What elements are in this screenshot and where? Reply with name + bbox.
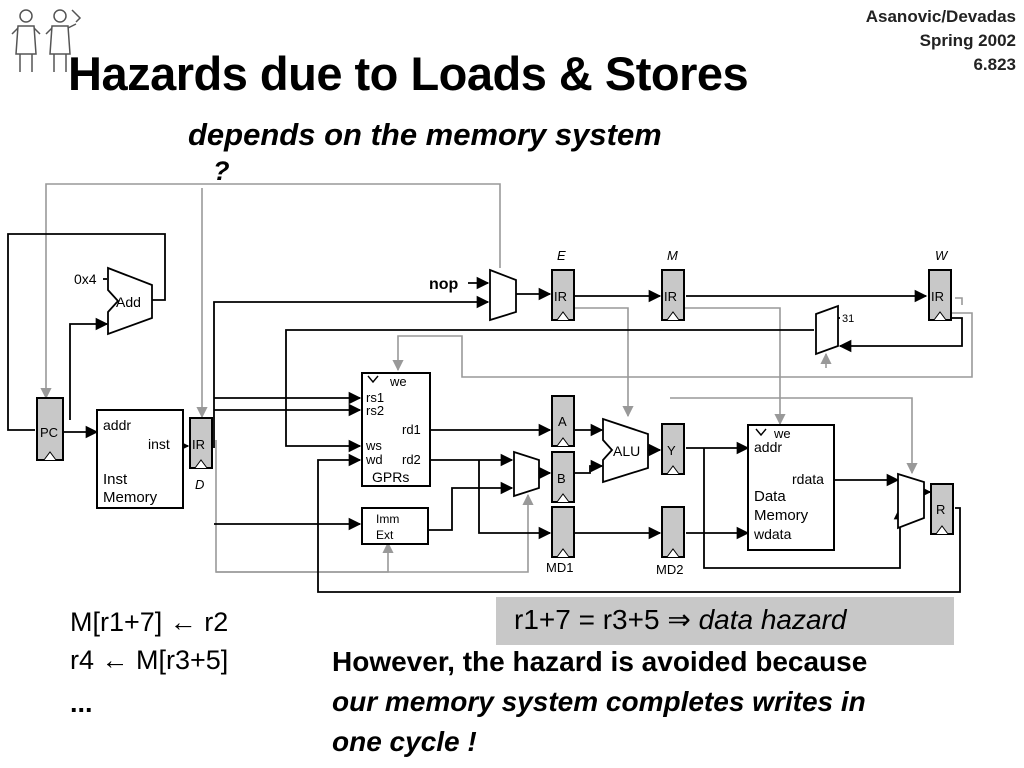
imem-name-1: Inst	[103, 471, 128, 488]
const-31: 31	[842, 313, 854, 325]
reg-a-label: A	[558, 414, 567, 429]
gpr-rs1-label: rs1	[366, 390, 384, 405]
reg-md1-clock-icon	[556, 548, 570, 558]
reg-y-clock-icon	[666, 465, 680, 475]
gpr-we-icon	[367, 375, 379, 384]
wire-y-rmux	[703, 448, 907, 569]
note-line-3: one cycle !	[332, 726, 477, 757]
ir-m-label: IR	[664, 289, 677, 304]
gray-ir-e-to-alu	[575, 307, 634, 418]
reg-r-clock-icon	[935, 525, 949, 535]
reg-md2-label: MD2	[656, 562, 683, 577]
data-memory	[747, 424, 835, 551]
page-subtitle: depends on the memory system	[188, 117, 662, 152]
wire-ir-d-to-mux	[213, 295, 490, 448]
adder	[107, 266, 153, 336]
gpr-wd-label: wd	[365, 452, 383, 467]
stage-d: D	[195, 477, 204, 492]
dmem-name-2: Memory	[754, 507, 809, 524]
stage-m: M	[667, 248, 678, 263]
reg-md2-clock-icon	[666, 548, 680, 558]
reg-a-clock-icon	[556, 437, 570, 447]
dmem-addr-label: addr	[754, 439, 782, 455]
gpr-rd1-label: rd1	[402, 422, 421, 437]
wire-31mux-to-ws	[285, 329, 814, 453]
imem-inst-label: inst	[148, 436, 170, 452]
code-line-3: ...	[70, 688, 93, 718]
dmem-we-label: we	[773, 426, 791, 441]
imem-addr-label: addr	[103, 417, 131, 433]
pc-clock-icon	[43, 451, 57, 461]
header-author: Asanovic/Devadas	[865, 7, 1016, 26]
reg-y-label: Y	[667, 443, 676, 458]
gray-ir-w-stub	[955, 297, 963, 305]
gray-mux-select	[670, 397, 918, 475]
gpr-rs2-label: rs2	[366, 403, 384, 418]
code-line-1: M[r1+7] ← r2	[70, 607, 229, 637]
note-line-1: However, the hazard is avoided because	[332, 646, 868, 677]
gray-top-loop	[40, 183, 501, 400]
hazard-text: r1+7 = r3+5 ⇒ data hazard	[514, 603, 846, 636]
gpr-file	[361, 372, 431, 487]
b-mux	[513, 450, 540, 498]
ir-w-label: IR	[931, 289, 944, 304]
pipeline-diagram: Add 0x4 PC addr inst Inst Memory IR D ? …	[7, 156, 973, 593]
reg-r-label: R	[936, 502, 945, 517]
ws-mux	[815, 304, 839, 356]
gpr-rd2-label: rd2	[402, 452, 421, 467]
gray-bmux-select	[216, 493, 534, 573]
ir-d-label: IR	[192, 437, 205, 452]
nop-label: nop	[429, 276, 459, 293]
wire-ir-w-to-31mux	[838, 317, 963, 353]
dmem-name-1: Data	[754, 488, 786, 505]
ir-w-clock-icon	[933, 311, 947, 321]
dmem-rdata-label: rdata	[792, 471, 824, 487]
reg-md1-label: MD1	[546, 560, 573, 575]
hazard-lhs: r1+7 = r3+5 ⇒	[514, 604, 699, 635]
mit-logo-icon	[11, 9, 82, 72]
alu-label: ALU	[613, 443, 640, 459]
gpr-we-label: we	[389, 374, 407, 389]
ir-e-clock-icon	[556, 311, 570, 321]
pc-label: PC	[40, 425, 58, 440]
page-title: Hazards due to Loads & Stores	[68, 47, 749, 100]
const-0x4: 0x4	[74, 271, 97, 287]
note-line-2: our memory system completes writes in	[332, 686, 866, 717]
nop-mux	[489, 268, 517, 322]
imm-label-2: Ext	[376, 528, 394, 542]
alu	[602, 417, 649, 484]
reg-b-clock-icon	[556, 493, 570, 503]
adder-label: Add	[116, 294, 141, 310]
hazard-rhs: data hazard	[698, 604, 847, 635]
wire-writeback	[317, 453, 961, 593]
stage-e: E	[557, 248, 566, 263]
wire-pc-to-add	[7, 233, 166, 431]
imm-ext	[361, 507, 429, 545]
code-line-2: r4 ← M[r3+5]	[70, 645, 229, 675]
gray-ir-m-to-dmem	[685, 307, 786, 426]
gray-we-loop	[392, 312, 973, 378]
imem-name-2: Memory	[103, 489, 158, 506]
hazard-box	[496, 597, 954, 645]
stage-w: W	[935, 248, 949, 263]
wire-rd2-md1	[478, 460, 552, 540]
ir-e-label: IR	[554, 289, 567, 304]
reg-b-label: B	[557, 471, 566, 486]
gpr-ws-label: ws	[365, 438, 382, 453]
header-term: Spring 2002	[919, 31, 1016, 50]
ir-m-clock-icon	[666, 311, 680, 321]
wire-imm-bmux	[428, 481, 514, 531]
question-mark: ?	[213, 156, 230, 186]
pc-register	[36, 397, 64, 461]
wire-b-alu	[574, 459, 604, 474]
ir-d-clock-icon	[194, 459, 208, 469]
r-mux	[897, 472, 925, 530]
gpr-name: GPRs	[372, 469, 409, 485]
imm-label-1: Imm	[376, 512, 399, 526]
wire-pc-add-in	[69, 317, 109, 420]
dmem-we-icon	[755, 428, 767, 437]
inst-memory	[96, 409, 184, 509]
dmem-wdata-label: wdata	[753, 526, 792, 542]
header-course: 6.823	[973, 55, 1016, 74]
